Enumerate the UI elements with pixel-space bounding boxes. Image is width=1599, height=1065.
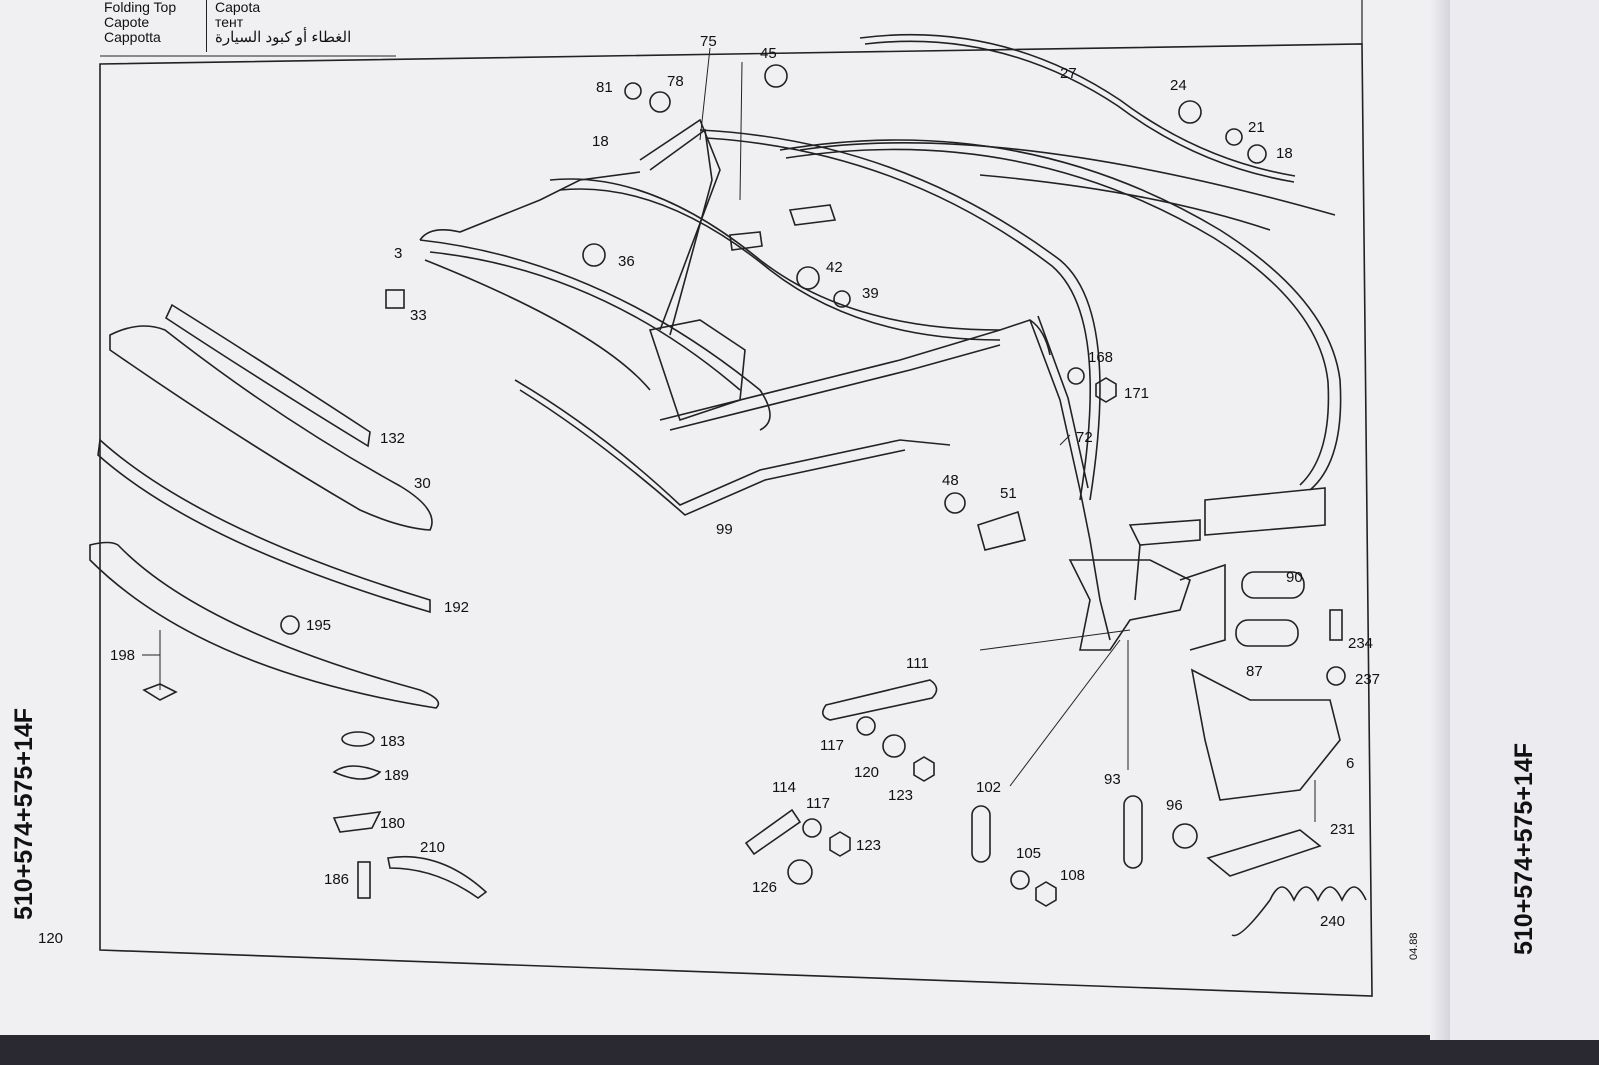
title-french: Capote — [104, 14, 150, 30]
model-code-right: 510+574+575+14F — [1510, 742, 1538, 955]
callout: 105 — [1016, 845, 1041, 862]
title-spanish: Capota — [215, 0, 261, 15]
callout: 126 — [752, 879, 777, 896]
callout: 6 — [1346, 755, 1354, 772]
callout: 198 — [110, 647, 135, 664]
title-english: Folding Top — [104, 0, 177, 15]
manual-page-right — [1450, 0, 1599, 1040]
callout: 18 — [592, 133, 609, 150]
date-code: 04.88 — [1408, 932, 1420, 960]
callout: 48 — [942, 472, 959, 489]
callout-labels: 75 45 81 78 18 27 24 21 18 3 36 42 39 33… — [110, 33, 1380, 930]
callout: 186 — [324, 871, 349, 888]
callout: 183 — [380, 733, 405, 750]
fasteners-drawing — [280, 64, 1367, 937]
callout: 36 — [618, 253, 635, 270]
callout: 123 — [856, 837, 881, 854]
callout: 189 — [384, 767, 409, 784]
callout: 90 — [1286, 569, 1303, 586]
callout: 171 — [1124, 385, 1149, 402]
callout: 120 — [854, 764, 879, 781]
callout: 45 — [760, 45, 777, 62]
manual-page-left — [0, 0, 1450, 1035]
callout: 27 — [1060, 65, 1077, 82]
page-header: Folding Top Capote Cappotta Capota тент … — [96, 0, 396, 56]
callout: 99 — [716, 521, 733, 538]
callout: 102 — [976, 779, 1001, 796]
callout: 3 — [394, 245, 402, 262]
callout: 237 — [1355, 671, 1380, 688]
page-number: 120 — [38, 930, 64, 947]
callout: 111 — [906, 655, 929, 672]
callout: 30 — [414, 475, 431, 492]
title-russian: тент — [215, 14, 244, 30]
callout: 75 — [700, 33, 717, 50]
callout: 18 — [1276, 145, 1293, 162]
callout: 33 — [410, 307, 427, 324]
callout: 21 — [1248, 119, 1265, 136]
callout: 117 — [806, 795, 830, 812]
title-italian: Cappotta — [104, 29, 161, 45]
callout: 42 — [826, 259, 843, 276]
callout: 231 — [1330, 821, 1355, 838]
callout: 39 — [862, 285, 879, 302]
callout: 240 — [1320, 913, 1345, 930]
callout: 87 — [1246, 663, 1263, 680]
callout: 195 — [306, 617, 331, 634]
callout: 24 — [1170, 77, 1187, 94]
callout: 51 — [1000, 485, 1017, 502]
callout: 234 — [1348, 635, 1373, 652]
callout: 114 — [772, 779, 796, 796]
callout: 210 — [420, 839, 445, 856]
callout: 117 — [820, 737, 844, 754]
callout: 78 — [667, 73, 684, 90]
leader-lines — [142, 47, 1316, 822]
callout: 96 — [1166, 797, 1183, 814]
callout: 93 — [1104, 771, 1121, 788]
top-frame-drawing — [419, 33, 1342, 651]
header-titles-right: Capota тент الغطاء أو كبود السيارة — [206, 0, 351, 52]
callout: 132 — [380, 430, 405, 447]
callout: 192 — [444, 599, 469, 616]
trim-strips-drawing — [89, 303, 440, 709]
callout: 123 — [888, 787, 913, 804]
callout: 180 — [380, 815, 405, 832]
model-code-left: 510+574+575+14F — [10, 707, 38, 920]
callout: 168 — [1088, 349, 1113, 366]
callout: 108 — [1060, 867, 1085, 884]
diagram-frame — [99, 43, 1373, 997]
callout: 81 — [596, 79, 613, 96]
callout: 72 — [1076, 429, 1093, 446]
header-titles-left: Folding Top Capote Cappotta — [104, 0, 176, 45]
title-arabic: الغطاء أو كبود السيارة — [215, 29, 352, 46]
